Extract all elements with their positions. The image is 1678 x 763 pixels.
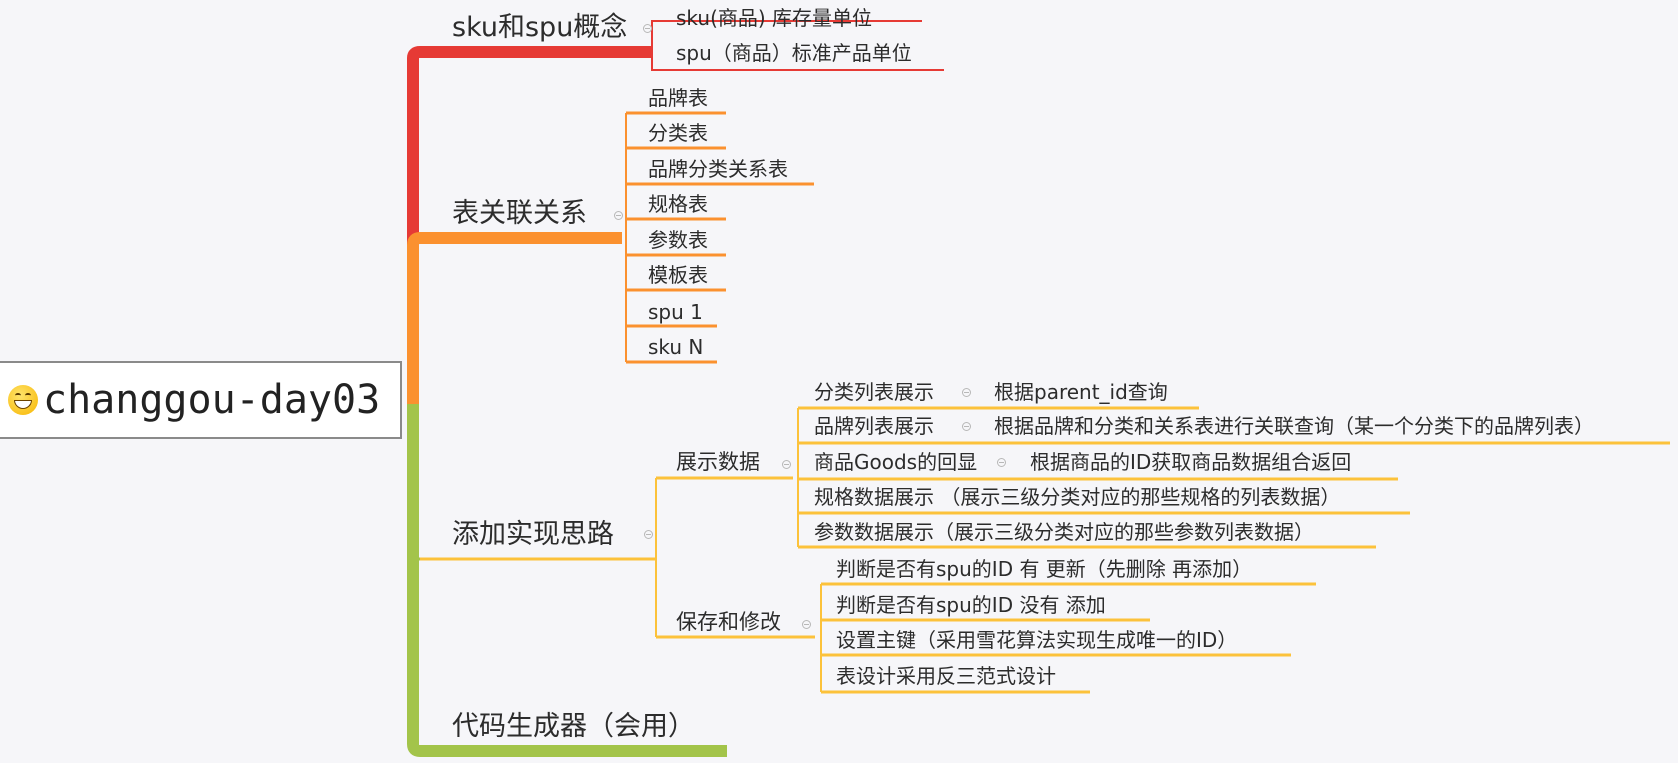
- collapse-icon[interactable]: [962, 422, 971, 431]
- node-table-brand[interactable]: 品牌表: [648, 86, 708, 110]
- node-show-category[interactable]: 分类列表展示: [814, 380, 934, 404]
- node-show-param[interactable]: 参数数据展示（展示三级分类对应的那些参数列表数据）: [814, 520, 1314, 544]
- branch-line-tables: [407, 232, 622, 404]
- leaf-lines-show: [798, 406, 1670, 549]
- node-show-category-detail[interactable]: 根据parent_id查询: [994, 380, 1168, 404]
- node-table-param[interactable]: 参数表: [648, 228, 708, 252]
- node-save-modify[interactable]: 保存和修改: [676, 610, 781, 634]
- node-sku[interactable]: sku(商品) 库存量单位: [676, 6, 873, 30]
- node-table-spec[interactable]: 规格表: [648, 192, 708, 216]
- leaf-line-sku: [651, 20, 922, 52]
- node-show-brand-detail[interactable]: 根据品牌和分类和关系表进行关联查询（某一个分类下的品牌列表）: [994, 414, 1594, 438]
- branch-line-sku-spu: [407, 46, 652, 404]
- grinning-face-icon: [8, 385, 38, 415]
- root-title: changgou-day03: [43, 377, 381, 423]
- node-save-primary-key[interactable]: 设置主键（采用雪花算法实现生成唯一的ID）: [836, 628, 1238, 652]
- collapse-icon[interactable]: [802, 620, 811, 629]
- node-table-spu[interactable]: spu 1: [648, 300, 703, 324]
- node-codegen[interactable]: 代码生成器（会用）: [452, 711, 695, 742]
- node-table-category[interactable]: 分类表: [648, 121, 708, 145]
- node-show-spec[interactable]: 规格数据展示 （展示三级分类对应的那些规格的列表数据）: [814, 485, 1341, 509]
- node-show-goods-detail[interactable]: 根据商品的ID获取商品数据组合返回: [1030, 450, 1352, 474]
- node-show-brand[interactable]: 品牌列表展示: [814, 414, 934, 438]
- collapse-icon[interactable]: [997, 458, 1006, 467]
- node-sku-spu[interactable]: sku和spu概念: [452, 12, 628, 43]
- node-table-template[interactable]: 模板表: [648, 263, 708, 287]
- node-impl[interactable]: 添加实现思路: [452, 519, 614, 550]
- branch-line-codegen: [407, 404, 727, 757]
- node-table-sku[interactable]: sku N: [648, 335, 704, 359]
- leaf-line-spu: [651, 52, 944, 71]
- root-node[interactable]: changgou-day03: [0, 361, 402, 439]
- collapse-icon[interactable]: [962, 388, 971, 397]
- collapse-icon[interactable]: [644, 530, 653, 539]
- collapse-icon[interactable]: [614, 211, 623, 220]
- node-spu[interactable]: spu（商品）标准产品单位: [676, 41, 912, 65]
- node-tables[interactable]: 表关联关系: [452, 198, 587, 229]
- node-table-brand-category[interactable]: 品牌分类关系表: [648, 157, 788, 181]
- leaf-lines-tables: [626, 111, 814, 364]
- node-show-data[interactable]: 展示数据: [676, 450, 760, 474]
- collapse-icon[interactable]: [643, 24, 652, 33]
- node-show-goods[interactable]: 商品Goods的回显: [814, 450, 978, 474]
- node-save-update[interactable]: 判断是否有spu的ID 有 更新（先删除 再添加）: [836, 557, 1253, 581]
- collapse-icon[interactable]: [782, 460, 791, 469]
- node-save-add[interactable]: 判断是否有spu的ID 没有 添加: [836, 593, 1106, 617]
- node-save-denormalize[interactable]: 表设计采用反三范式设计: [836, 664, 1056, 688]
- leaf-lines-save: [821, 582, 1316, 694]
